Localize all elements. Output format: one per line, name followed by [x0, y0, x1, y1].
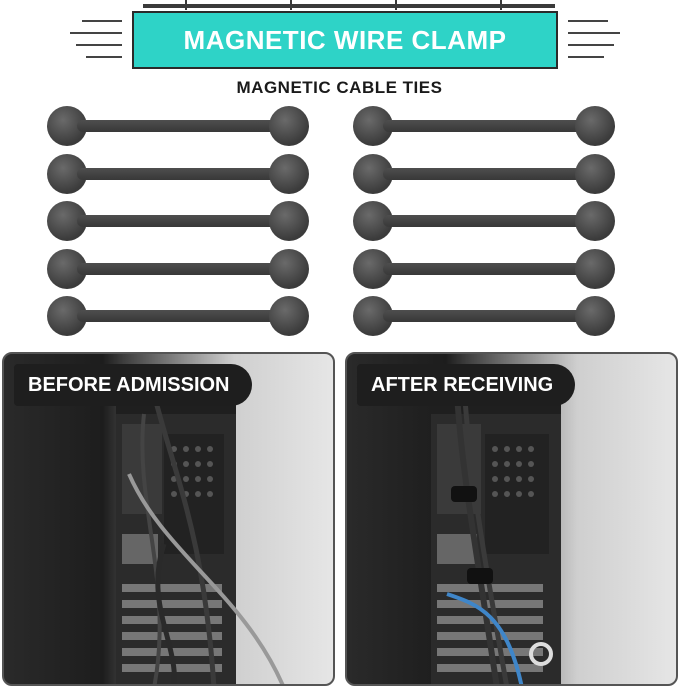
tie-strap	[383, 215, 585, 227]
tie-strap	[383, 120, 585, 132]
magnet-end	[575, 106, 615, 146]
magnetic-cable-tie	[353, 248, 615, 289]
rail-tick	[290, 0, 292, 10]
magnet-end	[269, 201, 309, 241]
magnet-end	[269, 106, 309, 146]
tie-strap	[77, 262, 279, 275]
speed-line	[568, 20, 608, 22]
panel-label: AFTER RECEIVING	[357, 364, 576, 406]
magnetic-cable-tie	[47, 201, 309, 241]
title-banner: MAGNETIC WIRE CLAMP	[132, 11, 558, 69]
before-photo-panel: BEFORE ADMISSION	[2, 352, 335, 686]
tie-strap	[383, 167, 585, 180]
magnet-end	[575, 201, 615, 241]
speed-line	[76, 44, 122, 46]
speed-line	[568, 32, 620, 34]
tie-strap	[77, 310, 279, 322]
speed-line	[568, 56, 604, 58]
magnet-end	[269, 248, 309, 289]
after-photo-panel: AFTER RECEIVING	[345, 352, 678, 686]
speed-line	[86, 56, 122, 58]
banner-rail	[143, 4, 555, 8]
speed-line	[82, 20, 122, 22]
magnetic-cable-tie	[353, 296, 615, 336]
tie-strap	[77, 215, 279, 227]
magnetic-tie-on-cable	[467, 568, 493, 584]
magnet-end	[269, 296, 309, 336]
speed-line	[70, 32, 122, 34]
magnetic-cable-tie	[47, 296, 309, 336]
tie-strap	[77, 167, 279, 180]
page-subtitle: MAGNETIC CABLE TIES	[236, 78, 443, 97]
rail-tick	[500, 0, 502, 10]
magnet-end	[269, 153, 309, 194]
magnet-end	[575, 153, 615, 194]
tie-strap	[383, 310, 585, 322]
magnetic-cable-tie	[353, 106, 615, 146]
magnetic-cable-tie	[47, 106, 309, 146]
magnetic-cable-tie	[47, 153, 309, 194]
rail-tick	[185, 0, 187, 10]
magnetic-cable-tie	[47, 248, 309, 289]
magnet-end	[575, 296, 615, 336]
panel-label: BEFORE ADMISSION	[14, 364, 252, 406]
pc-back-illustration	[431, 374, 561, 684]
magnetic-cable-tie	[353, 201, 615, 241]
page-title: MAGNETIC WIRE CLAMP	[183, 24, 507, 55]
magnetic-tie-on-cable	[451, 486, 477, 502]
rail-tick	[395, 0, 397, 10]
magnetic-cable-tie	[353, 153, 615, 194]
speed-line	[568, 44, 614, 46]
tie-strap	[77, 120, 279, 132]
tie-strap	[383, 262, 585, 275]
magnet-end	[575, 248, 615, 289]
pc-back-illustration	[116, 374, 285, 684]
